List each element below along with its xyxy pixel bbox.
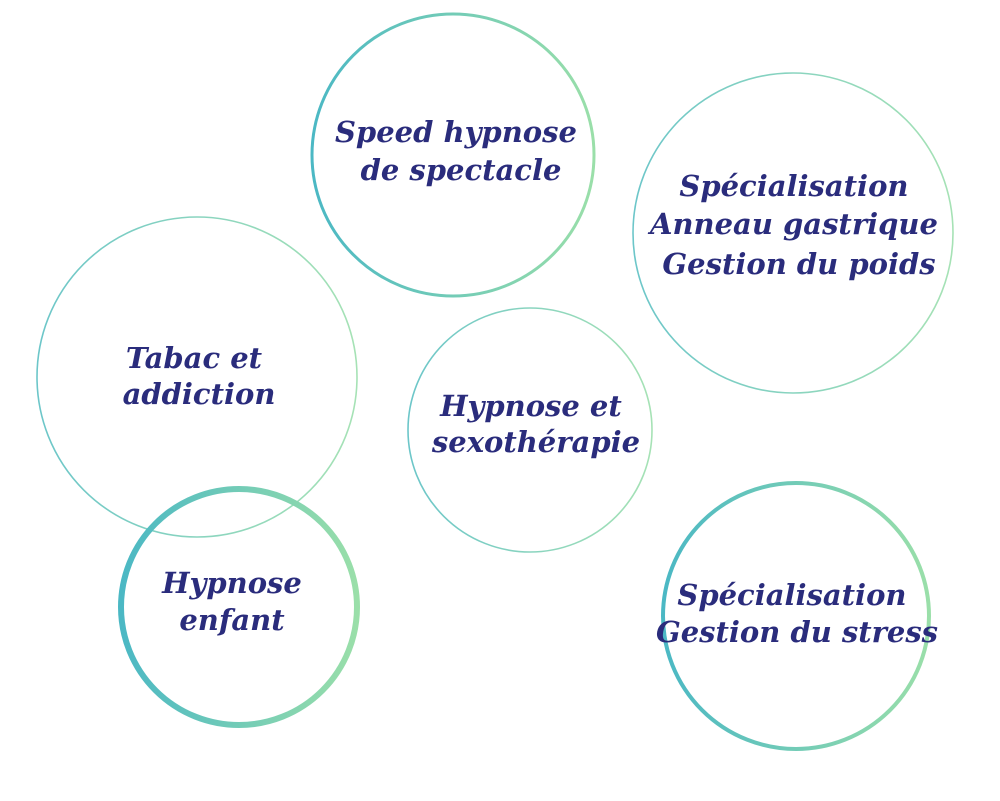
bubble-ring — [632, 72, 954, 394]
bubble-hypnose-enfant: Hypnose enfant — [118, 486, 360, 728]
bubble-ring — [118, 486, 360, 728]
bubble-label-line: Gestion du poids — [662, 247, 935, 281]
bubble-label-line: Spécialisation — [677, 578, 906, 612]
bubble-tabac-addiction: Tabac et addiction — [36, 216, 358, 538]
bubble-speed-hypnose: Speed hypnose de spectacle — [310, 12, 596, 298]
bubble-label-line: addiction — [123, 377, 276, 411]
bubble-label-line: de spectacle — [361, 153, 562, 187]
bubble-label: Speed hypnose de spectacle — [335, 115, 587, 187]
bubble-label: Spécialisation Gestion du stress — [656, 578, 938, 649]
bubble-ring — [310, 12, 596, 298]
bubble-label-line: Speed hypnose — [335, 115, 577, 149]
bubble-label-line: Hypnose — [161, 566, 302, 600]
bubble-ring — [36, 216, 358, 538]
bubble-ring — [407, 307, 653, 553]
bubble-label-line: Tabac et — [126, 341, 263, 375]
bubble-label: Hypnose enfant — [161, 566, 312, 637]
bubble-label: Hypnose et sexothérapie — [431, 389, 640, 459]
bubble-specialisation-anneau: Spécialisation Anneau gastrique Gestion … — [632, 72, 954, 394]
bubble-label-line: Hypnose et — [439, 389, 622, 423]
bubble-specialisation-stress: Spécialisation Gestion du stress — [656, 481, 938, 751]
bubble-label-line: Gestion du stress — [656, 615, 938, 649]
bubble-label-line: Anneau gastrique — [647, 207, 938, 241]
bubble-label-line: Spécialisation — [679, 169, 908, 203]
bubble-label-line: enfant — [179, 603, 285, 637]
bubble-hypnose-sexotherapie: Hypnose et sexothérapie — [407, 307, 653, 553]
bubble-label: Spécialisation Anneau gastrique Gestion … — [647, 169, 948, 281]
bubble-ring — [661, 481, 931, 751]
bubble-label-line: sexothérapie — [431, 425, 640, 459]
bubble-label: Tabac et addiction — [123, 341, 276, 411]
